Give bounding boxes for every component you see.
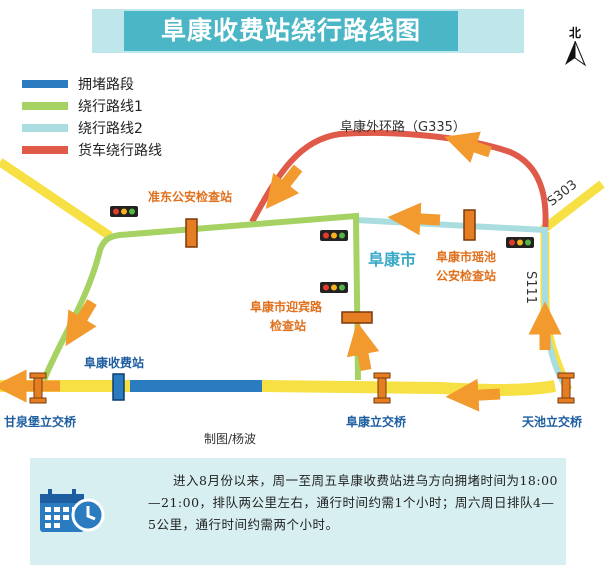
- yaochi-checkpoint-marker: [463, 209, 476, 241]
- legend-swatch: [22, 146, 68, 154]
- legend-swatch: [22, 80, 68, 88]
- arrow-ring-top: [444, 131, 492, 163]
- legend-label: 绕行路线2: [78, 121, 143, 137]
- fukang-bridge-icon: [373, 372, 391, 404]
- arrow-west-city: [387, 202, 441, 236]
- traffic-light-icon: [506, 237, 534, 248]
- arrow-north-fukang: [346, 321, 380, 372]
- legend-label: 货车绕行路线: [78, 143, 162, 159]
- yingbin-checkpoint-label-2: 检查站: [270, 319, 307, 333]
- arrow-southwest: [65, 299, 97, 347]
- ganquanbao-bridge-label: 甘泉堡立交桥: [4, 415, 77, 429]
- arrow-west-east: [445, 378, 501, 412]
- s111-label: S111: [523, 270, 539, 305]
- yaochi-checkpoint-label-2: 公安检查站: [436, 269, 497, 283]
- legend-swatch: [22, 102, 68, 110]
- ganquanbao-bridge-icon: [29, 372, 47, 404]
- legend-swatch: [22, 124, 68, 132]
- legend-label: 绕行路线1: [78, 99, 143, 115]
- legend-item-truck-detour: 货车绕行路线: [22, 142, 162, 159]
- highway-s303: [537, 180, 605, 236]
- info-text: 进入8月份以来，周一至周五阜康收费站进乌方向拥堵时间为18:00—21:00，排…: [148, 473, 558, 532]
- tianchi-bridge-icon: [557, 372, 575, 404]
- yingbin-checkpoint-label-1: 阜康市迎宾路: [250, 300, 323, 314]
- arrow-ring-left: [265, 164, 303, 209]
- zhundong-checkpoint-label: 准东公安检查站: [148, 190, 233, 204]
- highway-northwest: [0, 158, 113, 240]
- city-label: 阜康市: [368, 250, 417, 269]
- truck-detour-route: [249, 130, 549, 233]
- legend-item-detour-2: 绕行路线2: [22, 120, 143, 137]
- traffic-light-icon: [110, 206, 138, 217]
- detour-route-1: [41, 212, 361, 382]
- calendar-clock-icon: [40, 488, 108, 532]
- credit-label: 制图/杨波: [204, 432, 257, 446]
- compass-label: 北: [568, 26, 581, 40]
- page-title: 阜康收费站绕行路线图: [124, 11, 458, 51]
- legend-label: 拥堵路段: [78, 77, 134, 93]
- tianchi-bridge-label: 天池立交桥: [522, 415, 583, 429]
- info-panel: [30, 458, 566, 565]
- north-arrow-icon: [565, 40, 587, 67]
- legend-item-detour-1: 绕行路线1: [22, 98, 143, 115]
- zhundong-checkpoint-marker: [185, 218, 198, 248]
- yaochi-checkpoint-label-1: 阜康市瑶池: [436, 250, 497, 264]
- compass: 北: [560, 24, 590, 68]
- traffic-light-icon: [320, 230, 348, 241]
- yingbin-checkpoint-marker: [341, 311, 373, 324]
- highway-east: [261, 380, 557, 396]
- toll-station-marker: [112, 373, 125, 401]
- ring-road-label: 阜康外环路（G335）: [340, 120, 466, 135]
- legend-item-congested: 拥堵路段: [22, 76, 134, 93]
- fukang-bridge-label: 阜康立交桥: [346, 415, 407, 429]
- traffic-light-icon: [320, 282, 348, 293]
- route-map: [0, 130, 605, 412]
- toll-station-label: 阜康收费站: [84, 356, 145, 370]
